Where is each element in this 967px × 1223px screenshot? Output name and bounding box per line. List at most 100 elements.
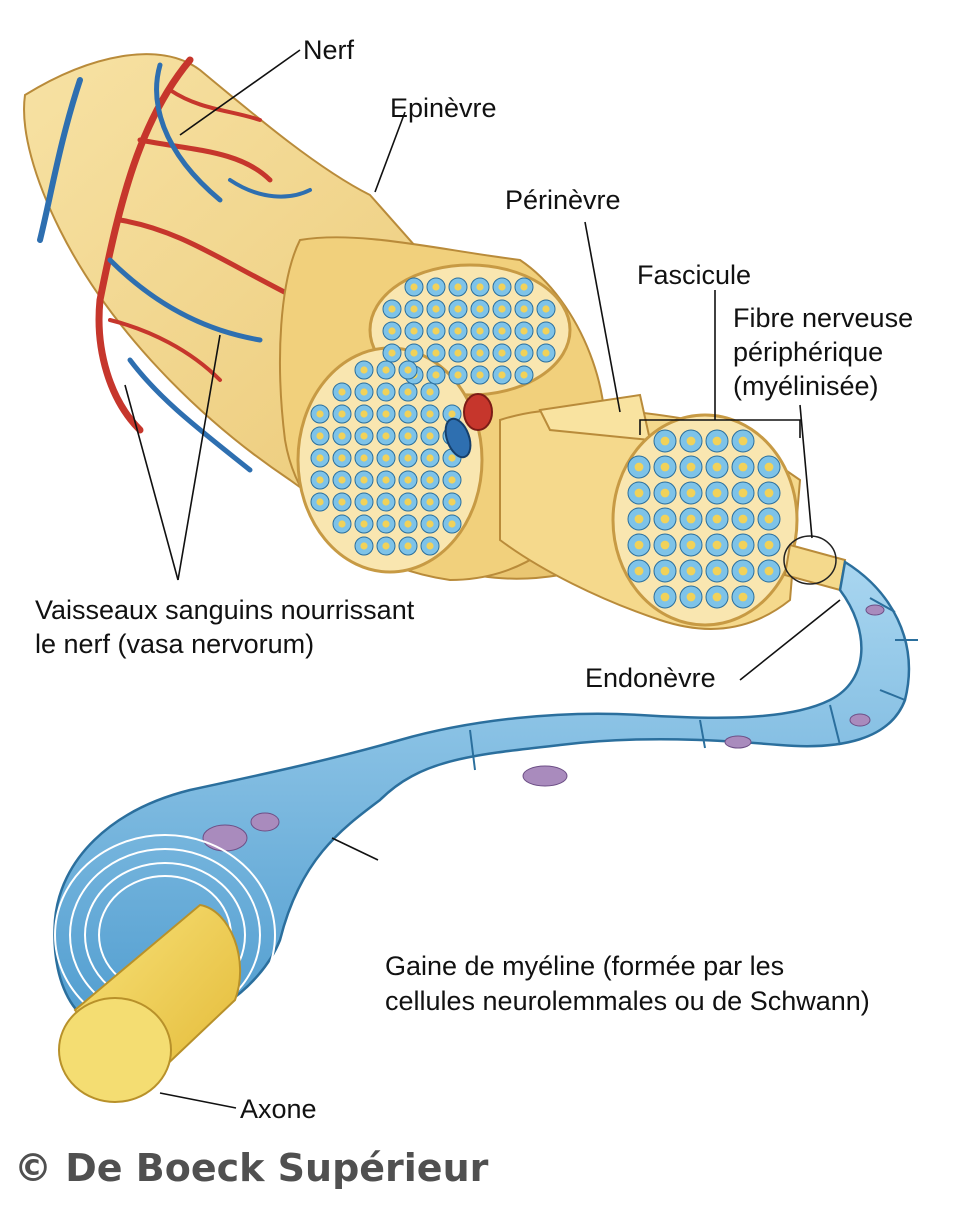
fibre-axon (426, 476, 434, 484)
fibre-axon (382, 476, 390, 484)
fibre-axon (338, 432, 346, 440)
fibre-axon (382, 520, 390, 528)
label-gaine-line2: cellules neurolemmales ou de Schwann) (385, 986, 870, 1016)
fibre-axon (338, 454, 346, 462)
fibre-axon (316, 410, 324, 418)
fibre-axon (360, 542, 368, 550)
fibre-axon (660, 566, 670, 576)
fibre-axon (764, 540, 774, 550)
fibre-axon (382, 410, 390, 418)
fibre-axon (498, 349, 506, 357)
fibre-axon (660, 592, 670, 602)
label-fibre-line3: (myélinisée) (733, 371, 879, 401)
fibre-axon (404, 542, 412, 550)
fibre-axon (382, 388, 390, 396)
label-vaisseaux-line2: le nerf (vasa nervorum) (35, 629, 315, 659)
copyright-notice: © De Boeck Supérieur (14, 1146, 489, 1190)
fibre-axon (542, 327, 550, 335)
fibre-axon (426, 454, 434, 462)
fibre-axon (426, 542, 434, 550)
fibre-axon (360, 476, 368, 484)
fibre-axon (360, 520, 368, 528)
fibre-axon (360, 432, 368, 440)
fibre-axon (520, 283, 528, 291)
fibre-axon (382, 498, 390, 506)
fibre-axon (634, 514, 644, 524)
fibre-axon (338, 410, 346, 418)
fibre-axon (498, 283, 506, 291)
fibre-axon (382, 454, 390, 462)
fibre-axon (382, 542, 390, 550)
fibre-axon (686, 488, 696, 498)
myelin-segments (469, 597, 918, 771)
fibre-axon (712, 592, 722, 602)
artery-section (463, 393, 493, 431)
fibre-axon (712, 488, 722, 498)
leader-lines (124, 49, 841, 1109)
fibre-axon (738, 488, 748, 498)
label-epinevre: Epinèvre (390, 93, 497, 123)
fibre-axon (660, 462, 670, 472)
fibre-axon (382, 432, 390, 440)
fibre-axon (686, 540, 696, 550)
fibre-axon (426, 520, 434, 528)
nerve-fibres-lower (310, 360, 462, 556)
fibre-axon (432, 371, 440, 379)
fibre-axon (686, 436, 696, 446)
fibre-axon (764, 462, 774, 472)
fibre-axon (454, 349, 462, 357)
fibre-axon (520, 305, 528, 313)
fibre-axon (660, 436, 670, 446)
fibre-axon (338, 498, 346, 506)
fibre-axon (660, 488, 670, 498)
fibre-axon (542, 349, 550, 357)
fibre-axon (686, 592, 696, 602)
fibre-axon (410, 305, 418, 313)
fibre-axon (738, 436, 748, 446)
fibre-axon (432, 305, 440, 313)
fibre-axon (426, 388, 434, 396)
fibre-axon (476, 283, 484, 291)
fibre-axon (686, 566, 696, 576)
fibre-axon (498, 371, 506, 379)
fibre-axon (360, 454, 368, 462)
label-perinevre: Périnèvre (505, 185, 621, 215)
fibre-axon (448, 476, 456, 484)
fibre-axon (764, 566, 774, 576)
fibre-axon (316, 476, 324, 484)
fibre-axon (404, 432, 412, 440)
fibre-axon (432, 327, 440, 335)
fibre-axon (660, 514, 670, 524)
fibre-axon (426, 410, 434, 418)
fibre-axon (404, 476, 412, 484)
fibre-axon (476, 327, 484, 335)
fibre-axon (426, 498, 434, 506)
fibre-axon (454, 305, 462, 313)
fibre-axon (498, 305, 506, 313)
fibre-axon (454, 371, 462, 379)
fibre-axon (764, 514, 774, 524)
fibre-axon (738, 540, 748, 550)
fibre-axon (448, 410, 456, 418)
fibre-axon (520, 349, 528, 357)
fibre-axon (712, 436, 722, 446)
fibre-axon (764, 488, 774, 498)
fibre-axon (388, 305, 396, 313)
fibre-axon (634, 462, 644, 472)
fibre-axon (476, 371, 484, 379)
fibre-axon (316, 432, 324, 440)
fibre-axon (388, 349, 396, 357)
fibre-axon (404, 520, 412, 528)
fibre-axon (338, 520, 346, 528)
fibre-circle (783, 535, 837, 585)
fibre-axon (498, 327, 506, 335)
fibre-axon (388, 327, 396, 335)
fibre-axon (712, 540, 722, 550)
fibre-axon (404, 388, 412, 396)
fibre-axon (426, 432, 434, 440)
nerve-fibres-end (627, 429, 781, 609)
label-fibre-line2: périphérique (733, 337, 884, 367)
blood-vessels (37, 56, 312, 473)
label-endonevre: Endonèvre (585, 663, 716, 693)
fibre-axon (454, 283, 462, 291)
